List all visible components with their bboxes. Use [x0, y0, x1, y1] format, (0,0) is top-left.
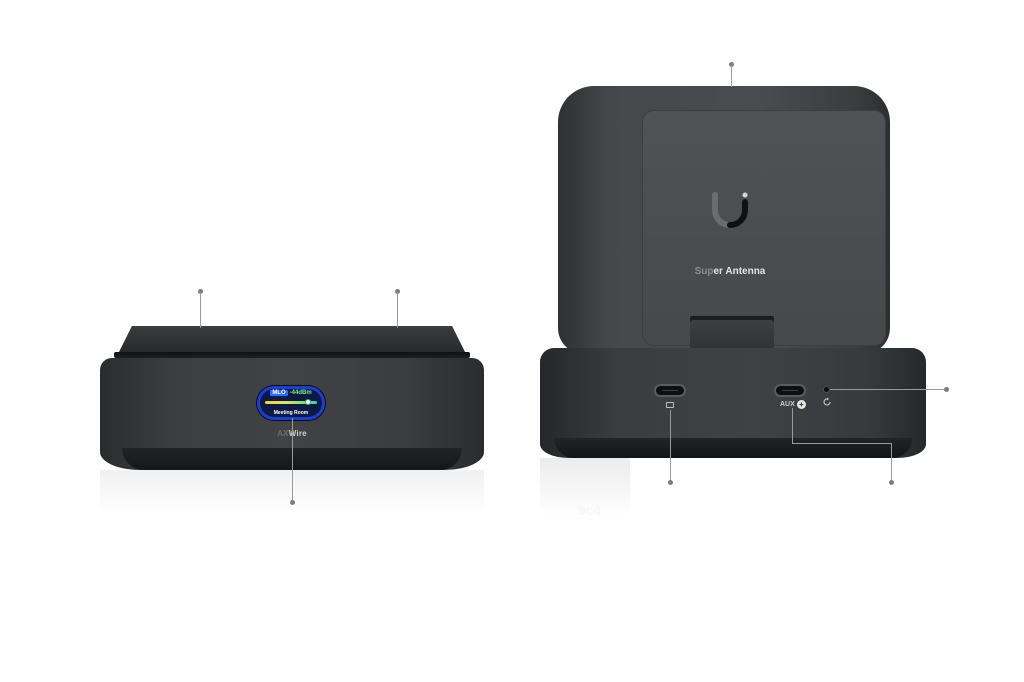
- usb-c-port: [656, 386, 684, 395]
- callout-line: [670, 410, 671, 482]
- device-reflection: 9c4: [540, 458, 630, 518]
- aux-usb-c-port: [776, 386, 804, 395]
- callout-line: [792, 443, 892, 444]
- reset-button: [824, 387, 829, 392]
- callout-dot: [290, 500, 295, 505]
- usb-c-port-icon: [666, 402, 674, 408]
- antenna-label-prefix: Su: [694, 266, 708, 277]
- mlo-badge: MLO: [270, 390, 288, 396]
- aux-plus-icon: +: [796, 400, 806, 409]
- antenna-hinge: [690, 318, 774, 352]
- aux-label: AUX +: [780, 400, 806, 409]
- ubiquiti-logo-icon: [712, 192, 748, 228]
- signal-strength: -44dBm: [289, 390, 312, 396]
- callout-dot: [668, 480, 673, 485]
- callout-dot: [889, 480, 894, 485]
- callout-line: [731, 65, 732, 87]
- device-lid: [118, 326, 466, 354]
- antenna-panel: [642, 110, 886, 346]
- callout-dot: [198, 289, 203, 294]
- callout-line: [891, 443, 892, 483]
- callout-dot: [395, 289, 400, 294]
- callout-dot: [944, 387, 949, 392]
- reflection-text: 9c4: [578, 502, 602, 518]
- callout-line: [792, 408, 793, 444]
- display-top-row: MLO-44dBm: [257, 390, 325, 396]
- signal-indicator: [304, 399, 311, 405]
- super-antenna-device: Super Antenna 9c4 AUX +: [522, 86, 952, 518]
- device-base-lower: [554, 438, 912, 458]
- device-base: [540, 348, 926, 458]
- callout-line: [830, 389, 946, 390]
- antenna-shell: [558, 86, 890, 354]
- antenna-label: Super Antenna: [694, 266, 766, 277]
- callout-line: [397, 292, 398, 328]
- room-name: Meeting Room: [273, 410, 309, 416]
- reset-icon: [823, 397, 831, 406]
- brand-label: AXWire: [272, 429, 312, 438]
- status-display: MLO-44dBm Meeting Room: [257, 386, 325, 420]
- brand-prefix: AX: [277, 429, 289, 438]
- callout-line: [292, 418, 293, 502]
- signal-bar: [265, 401, 317, 404]
- callout-dot: [729, 62, 734, 67]
- lid-gap: [114, 352, 470, 358]
- antenna-label-suffix: er Antenna: [713, 266, 766, 277]
- brand-suffix: Wire: [288, 429, 307, 438]
- callout-line: [200, 292, 201, 328]
- aux-text: AUX: [780, 401, 795, 408]
